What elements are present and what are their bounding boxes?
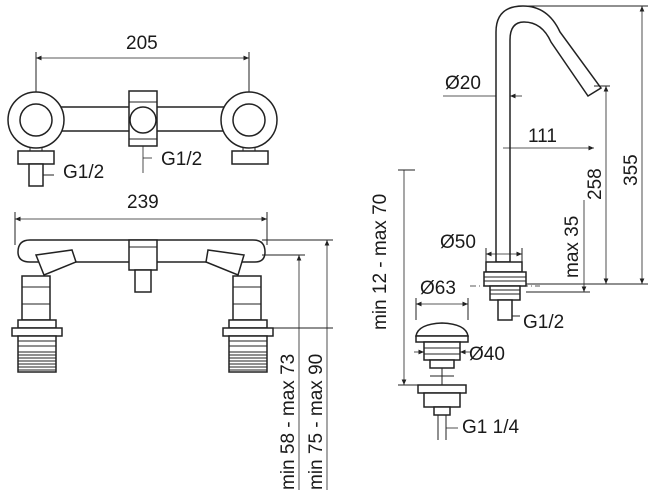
waste-nut bbox=[417, 384, 467, 394]
right-lower-body bbox=[228, 335, 268, 373]
spout-height-label: 258 bbox=[585, 168, 606, 200]
right-connector bbox=[231, 150, 269, 165]
left-thread bbox=[18, 351, 56, 371]
valve-range-a-label: min 58 - max 73 bbox=[278, 354, 299, 490]
deck-thickness-label: max 35 bbox=[562, 216, 583, 278]
valve-range-b-label: min 75 - max 90 bbox=[306, 354, 327, 490]
spout-tube bbox=[495, 5, 603, 263]
spout-reach-label: 111 bbox=[528, 126, 557, 147]
waste-lower-body bbox=[423, 392, 461, 408]
right-column bbox=[232, 275, 262, 321]
waste-body-label: Ø40 bbox=[469, 344, 505, 365]
left-flange bbox=[17, 319, 57, 329]
spout-base-nut bbox=[483, 271, 527, 287]
center-outlet bbox=[129, 106, 157, 134]
waste-head-label: Ø63 bbox=[420, 278, 456, 299]
waste-cap bbox=[415, 322, 469, 337]
left-column bbox=[21, 275, 51, 321]
width-205-label: 205 bbox=[126, 33, 158, 54]
right-base-plate bbox=[222, 327, 274, 337]
spout-thread-label: G1/2 bbox=[523, 312, 564, 333]
waste-flange bbox=[415, 335, 469, 343]
left-valve-inner bbox=[19, 103, 53, 137]
left-base-plate bbox=[11, 327, 63, 337]
front-center-block bbox=[128, 239, 158, 271]
front-view: 239 bbox=[11, 192, 333, 490]
width-239-label: 239 bbox=[127, 192, 159, 213]
top-view: 205 G1/2 G1/2 bbox=[7, 33, 278, 187]
waste-range-label: min 12 - max 70 bbox=[370, 194, 391, 330]
spout-view: Ø20 111 G1/2 Ø50 max 35 258 bbox=[440, 5, 648, 333]
spout-base bbox=[485, 261, 523, 273]
center-thread-label: G1/2 bbox=[161, 149, 202, 170]
left-lower-body bbox=[17, 335, 57, 373]
right-flange bbox=[228, 319, 268, 329]
spout-thread-stub bbox=[497, 299, 513, 321]
left-thread-stub bbox=[28, 163, 44, 187]
left-connector bbox=[17, 150, 55, 165]
right-lever bbox=[205, 249, 245, 277]
waste-thread-label: G1 1/4 bbox=[462, 417, 519, 438]
waste-tail bbox=[433, 406, 451, 416]
left-lever bbox=[34, 249, 77, 276]
front-center-stub bbox=[134, 269, 152, 293]
spout-tube-label: Ø20 bbox=[445, 73, 481, 94]
waste-neck bbox=[429, 359, 455, 369]
spout-total-height-label: 355 bbox=[621, 154, 642, 186]
right-valve-inner bbox=[232, 103, 266, 137]
left-thread-label: G1/2 bbox=[63, 162, 104, 183]
right-thread bbox=[229, 351, 267, 371]
spout-lower-body bbox=[489, 285, 521, 301]
spout-base-label: Ø50 bbox=[440, 232, 476, 253]
waste-view: min 12 - max 70 Ø63 Ø40 G1 1/4 bbox=[370, 169, 519, 440]
waste-body bbox=[423, 341, 461, 361]
